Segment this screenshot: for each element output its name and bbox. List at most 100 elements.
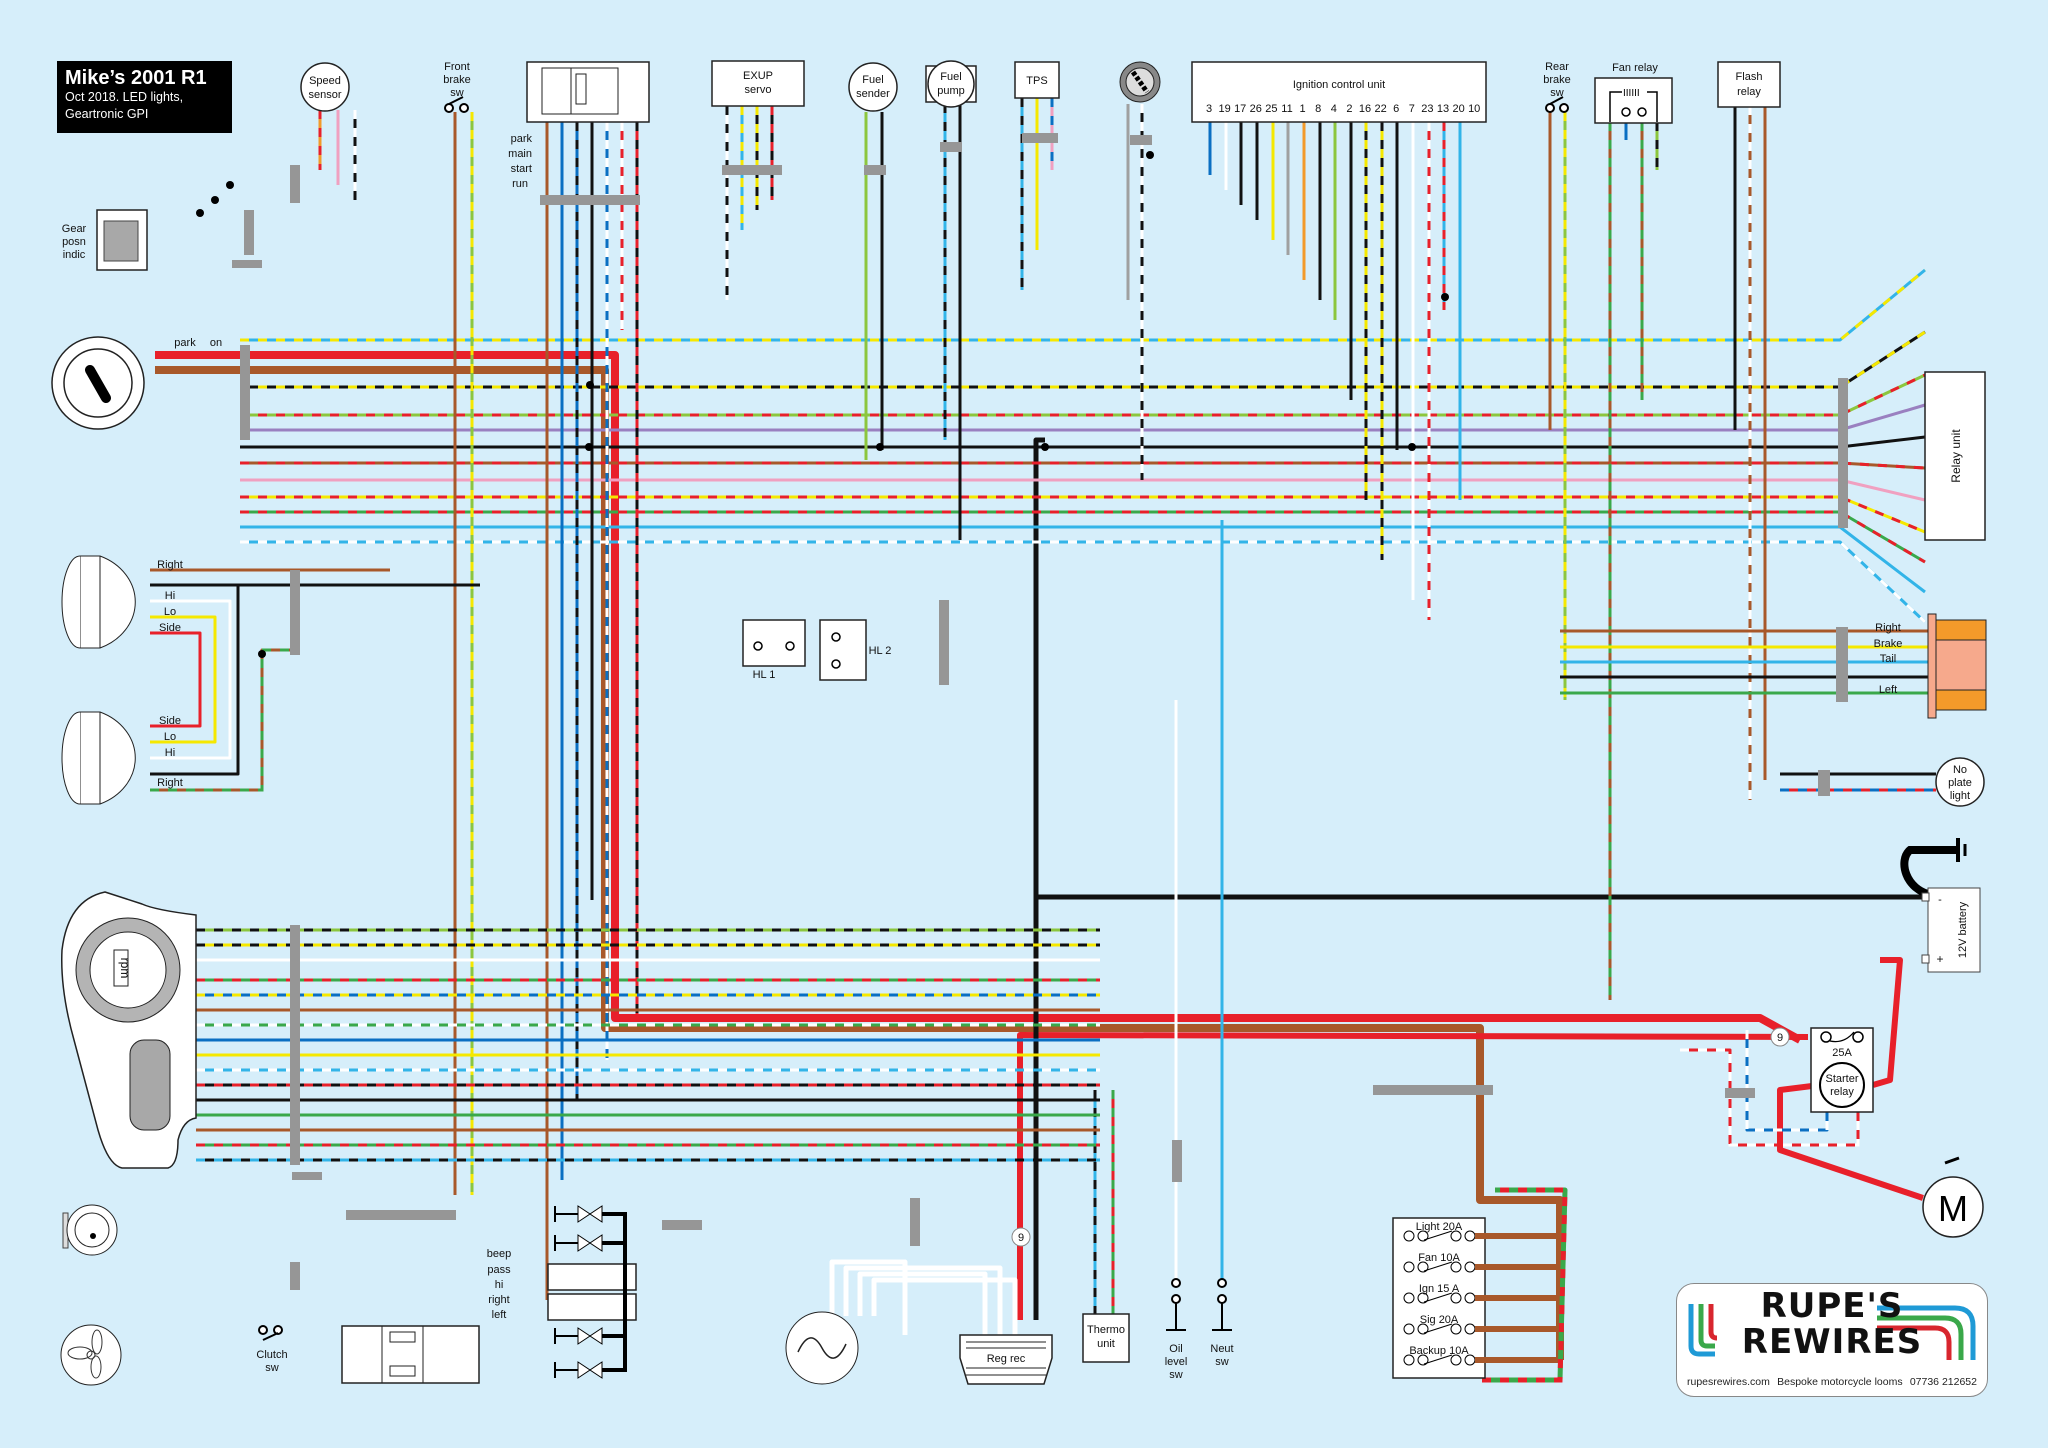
connector-block [1022, 133, 1058, 143]
svg-text:Left: Left [1879, 684, 1897, 696]
svg-text:pass: pass [487, 1264, 511, 1276]
alternator-wire [871, 1277, 1018, 1335]
connector-block [244, 210, 254, 255]
throttle-position-sensor: TPS [1014, 61, 1060, 99]
svg-text:sw: sw [1215, 1356, 1229, 1368]
svg-text:-: - [1938, 894, 1942, 906]
connector-block [1838, 378, 1848, 528]
svg-text:posn: posn [62, 236, 86, 248]
junction-dot [211, 196, 219, 204]
connector-block [346, 1210, 456, 1220]
svg-text:brake: brake [443, 74, 471, 86]
connector-block [290, 165, 300, 203]
icu-pin-7: 7 [1409, 103, 1415, 115]
connector-block [1373, 1085, 1493, 1095]
rear-brake-switch: Rear brake sw [1543, 61, 1571, 113]
fuel-pump: Fuel pump [925, 60, 977, 108]
icu-pin-13: 13 [1437, 103, 1449, 115]
svg-text:on: on [210, 337, 222, 349]
svg-text:park: park [511, 133, 533, 145]
junction-dot [876, 443, 884, 451]
alternator-icon [785, 1311, 859, 1385]
svg-text:Side: Side [159, 715, 181, 727]
junction-dot [1041, 443, 1049, 451]
svg-text:level: level [1165, 1356, 1188, 1368]
svg-text:Light 20A: Light 20A [1416, 1221, 1463, 1233]
connector-block [240, 345, 250, 440]
icu-pin-16: 16 [1359, 103, 1371, 115]
diagram-subtitle-1: Oct 2018. LED lights, [65, 90, 184, 104]
icu-pin-23: 23 [1421, 103, 1433, 115]
regrec-ground-wire [1033, 437, 1045, 1320]
ground-icon [1956, 838, 1967, 862]
relay-unit: Relay unit [1924, 371, 1986, 541]
svg-text:Flash: Flash [1736, 71, 1763, 83]
neutral-switch: Neut sw [1210, 1278, 1234, 1368]
regulator-rectifier: Reg rec [959, 1334, 1053, 1385]
svg-text:Neut: Neut [1210, 1343, 1233, 1355]
svg-text:Right: Right [157, 777, 183, 789]
starter-motor: M [1922, 1156, 1984, 1238]
svg-text:Hi: Hi [165, 747, 175, 759]
indicator-bulb-icon [554, 1234, 627, 1280]
dashboard-clock: rpm [61, 891, 197, 1169]
harness-wire [240, 525, 1926, 594]
alternator-wire [829, 1259, 908, 1335]
backup-wire [1482, 1187, 1568, 1383]
headlight-side-wire [150, 631, 202, 728]
fuse-2: Ign 15 A [1403, 1283, 1476, 1304]
junction-dot [1146, 151, 1154, 159]
svg-text:sw: sw [1169, 1369, 1183, 1381]
alternator-wire [843, 1265, 1003, 1335]
svg-text:Clutch: Clutch [256, 1349, 287, 1361]
svg-text:relay: relay [1737, 86, 1761, 98]
icu-pin-17: 17 [1234, 103, 1246, 115]
svg-text:Side: Side [159, 622, 181, 634]
logo-tagline: Bespoke motorcycle looms [1777, 1376, 1903, 1388]
thermo-unit: Thermo unit [1082, 1313, 1130, 1363]
junction-dot [226, 181, 234, 189]
connector-block [232, 260, 262, 268]
svg-text:Brake: Brake [1874, 638, 1903, 650]
fuse-0: Light 20A [1403, 1221, 1476, 1242]
connector-block [290, 925, 300, 1165]
flash-relay: Flash relay [1717, 61, 1781, 108]
logo-stripes-icon [1688, 1304, 1976, 1360]
svg-text:beep: beep [487, 1248, 511, 1260]
svg-text:+: + [1936, 952, 1943, 966]
svg-text:sender: sender [856, 88, 890, 100]
svg-text:run: run [512, 178, 528, 190]
connector-block [1836, 627, 1848, 702]
harness-wire [240, 373, 1926, 417]
diagram-title-box: Mike’s 2001 R1 Oct 2018. LED lights, Gea… [57, 61, 232, 133]
connector-block [1130, 135, 1152, 145]
icu-pin-22: 22 [1374, 103, 1386, 115]
svg-text:right: right [488, 1294, 509, 1306]
svg-text:Right: Right [1875, 622, 1901, 634]
connector-block [540, 195, 640, 205]
junction-dot [585, 443, 593, 451]
starter-signal-wire [1745, 1030, 1829, 1132]
connector-block [1818, 770, 1830, 796]
icu-pin-8: 8 [1315, 103, 1321, 115]
key-switch: park on [51, 336, 222, 430]
logo-website-link[interactable]: rupesrewires.com [1687, 1376, 1770, 1388]
icu-pin-20: 20 [1452, 103, 1464, 115]
svg-text:Backup 10A: Backup 10A [1409, 1345, 1469, 1357]
steering-lock-icon [1119, 61, 1161, 103]
connector-block [662, 1220, 702, 1230]
svg-text:sw: sw [450, 87, 464, 99]
battery: - + 12V battery [1900, 838, 1981, 973]
svg-text:indic: indic [63, 249, 86, 261]
junction-dot [196, 209, 204, 217]
connector-block [292, 1172, 322, 1180]
harness-wire [240, 435, 1926, 449]
connector-block [939, 600, 949, 685]
main-power-wire [155, 351, 1802, 1044]
left-handlebar-switch: beep pass hi right left [341, 1248, 511, 1384]
number-plate-light: No plate light [1935, 757, 1985, 807]
svg-text:Fuel: Fuel [940, 71, 961, 83]
gear-position-indicator: Gear posn indic [62, 209, 148, 271]
svg-text:sw: sw [265, 1362, 279, 1374]
